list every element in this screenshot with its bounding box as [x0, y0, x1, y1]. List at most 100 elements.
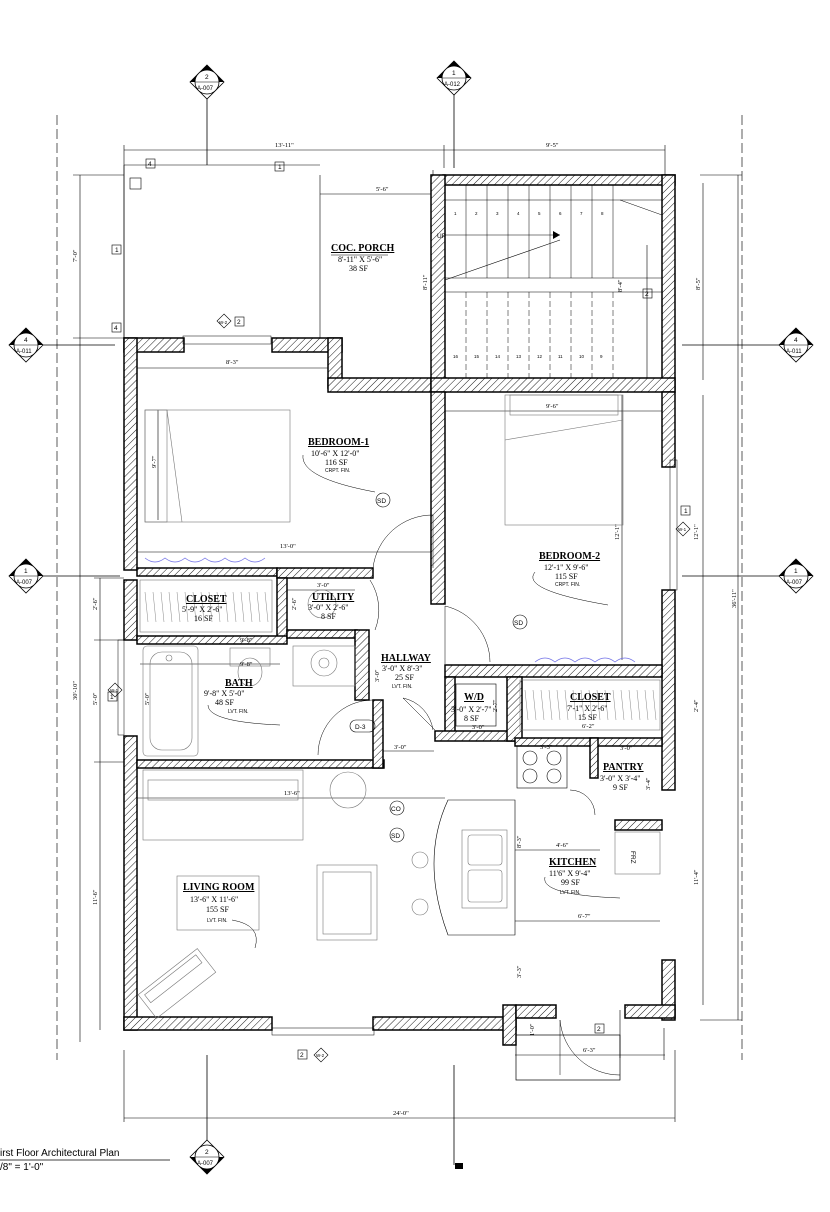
hanger: [264, 591, 269, 623]
tag-2: 2: [237, 319, 241, 326]
stair-number: 4: [517, 211, 520, 216]
wall-segment: [514, 737, 663, 747]
dimension-texts: 13'-11" 9'-5" 5'-6" 7'-0" 8'-11" 8'-4" 8…: [72, 142, 738, 1117]
room-porch-name: COC. PORCH: [331, 243, 395, 254]
wall-segment: [444, 664, 663, 678]
co-detector: CO: [391, 806, 401, 813]
section-marker-right-mid: 1 A-007: [778, 558, 814, 594]
marker-num: 2: [205, 74, 209, 81]
tag-4: 4: [114, 325, 118, 332]
hanger: [200, 591, 205, 623]
dim-util-w: 3'-0": [317, 582, 330, 589]
room-utility-area: 8 SF: [321, 612, 336, 621]
dim-right-12: 12'-1": [693, 524, 700, 540]
dim-living-w: 13'-6": [284, 790, 300, 797]
dim-wd-w: 3'-0": [472, 724, 485, 731]
wall-segment: [589, 737, 599, 779]
hanger: [152, 591, 157, 623]
window-marks: [144, 557, 636, 663]
hanger: [184, 591, 189, 623]
section-marker-right-upper: 4 A-011: [778, 327, 814, 363]
stair-number: 5: [538, 211, 541, 216]
dim-left-porch: 7'-0": [72, 249, 79, 262]
dim-left-closet: 2'-6": [92, 597, 99, 610]
wall-segment: [276, 567, 374, 579]
dim-left-total: 30'-10": [72, 681, 79, 700]
section-marker-bottom: 2 A-007: [189, 1139, 225, 1175]
marker-num: 2: [205, 1149, 209, 1156]
room-closet1-name: CLOSET: [186, 594, 227, 605]
wall-segment: [442, 174, 676, 186]
room-bedroom2-finish: CRPT. FIN.: [555, 582, 580, 588]
hanger: [628, 689, 633, 721]
hanger: [540, 689, 545, 721]
marker-sheet: A-011: [786, 349, 802, 355]
stair-number: 13: [516, 354, 522, 359]
wall-segment: [372, 1016, 517, 1031]
wall-segment: [123, 337, 138, 571]
marker-num: 4: [794, 337, 798, 344]
stair-number: 11: [558, 354, 563, 359]
tag-1: 1: [278, 164, 282, 171]
wall-segment: [327, 377, 447, 393]
dim-entry-v: 1'-0": [529, 1023, 536, 1036]
plan-scale: /8" = 1'-0": [0, 1162, 44, 1173]
wall-segment: [354, 629, 370, 701]
stair-number: 7: [580, 211, 583, 216]
stair-number: 16: [453, 354, 459, 359]
room-closet2-area: 15 SF: [578, 713, 597, 722]
dim-bath-w2: 9'-8": [240, 661, 253, 668]
dim-bath-w1: 9'-8": [240, 637, 253, 644]
dim-pantry-w: 3'-0": [620, 745, 633, 752]
marker-num: 1: [24, 568, 28, 575]
hanger: [612, 689, 617, 721]
room-bedroom1-area: 116 SF: [325, 458, 348, 467]
stair-number: 10: [579, 354, 585, 359]
section-lines: [40, 92, 780, 1169]
hanger: [216, 591, 221, 623]
hanger: [604, 689, 609, 721]
dim-closet2-w: 6'-2": [582, 723, 595, 730]
door-tag: D-3: [355, 724, 366, 731]
dim-stair-h: 8'-11": [422, 274, 429, 290]
dim-hall-h: 3'-0": [374, 669, 381, 682]
hanger: [256, 591, 261, 623]
room-bedroom2-area: 115 SF: [555, 572, 578, 581]
marker-num: 1: [794, 568, 798, 575]
wall-segment: [372, 699, 384, 769]
wall-segment: [123, 579, 138, 641]
hanger: [144, 591, 149, 623]
stair-number: 3: [496, 211, 499, 216]
stair-up-label: UP: [437, 233, 446, 240]
hanger: [564, 689, 569, 721]
marker-sheet: A-007: [197, 1161, 214, 1167]
room-closet1-dims: 5'-9" X 2'-6": [182, 605, 223, 614]
marker-num: 1: [452, 70, 456, 77]
section-marker-top-left: 2 A-007: [189, 64, 225, 100]
dim-range: 3'-3": [540, 744, 553, 751]
wall-segment: [661, 391, 676, 468]
hanger: [548, 689, 553, 721]
room-kitchen-area: 99 SF: [561, 878, 580, 887]
closet-1-shelving: [139, 579, 273, 633]
dim-hall-v: 2'-7": [492, 699, 499, 712]
smoke-detector: SD: [391, 833, 400, 840]
hanger: [160, 591, 165, 623]
smoke-detector: SD: [514, 620, 523, 627]
room-bath-name: BATH: [225, 678, 253, 689]
tag-2: 2: [597, 1026, 601, 1033]
wall-segment: [624, 1004, 676, 1019]
stair-number: 12: [537, 354, 543, 359]
dim-bath-left: 5'-0": [92, 692, 99, 705]
hanger: [588, 689, 593, 721]
room-living-name: LIVING ROOM: [183, 882, 255, 893]
dim-kitchen-right: 11'-4": [693, 869, 700, 885]
room-hallway-area: 25 SF: [395, 673, 414, 682]
hanger: [208, 591, 213, 623]
hanger: [596, 689, 601, 721]
room-bedroom2-dims: 12'-1" X 9'-6": [544, 563, 589, 572]
wall-segment: [123, 1016, 273, 1031]
walls: [123, 174, 676, 1046]
dim-closet-h: 2'-6": [291, 597, 298, 610]
